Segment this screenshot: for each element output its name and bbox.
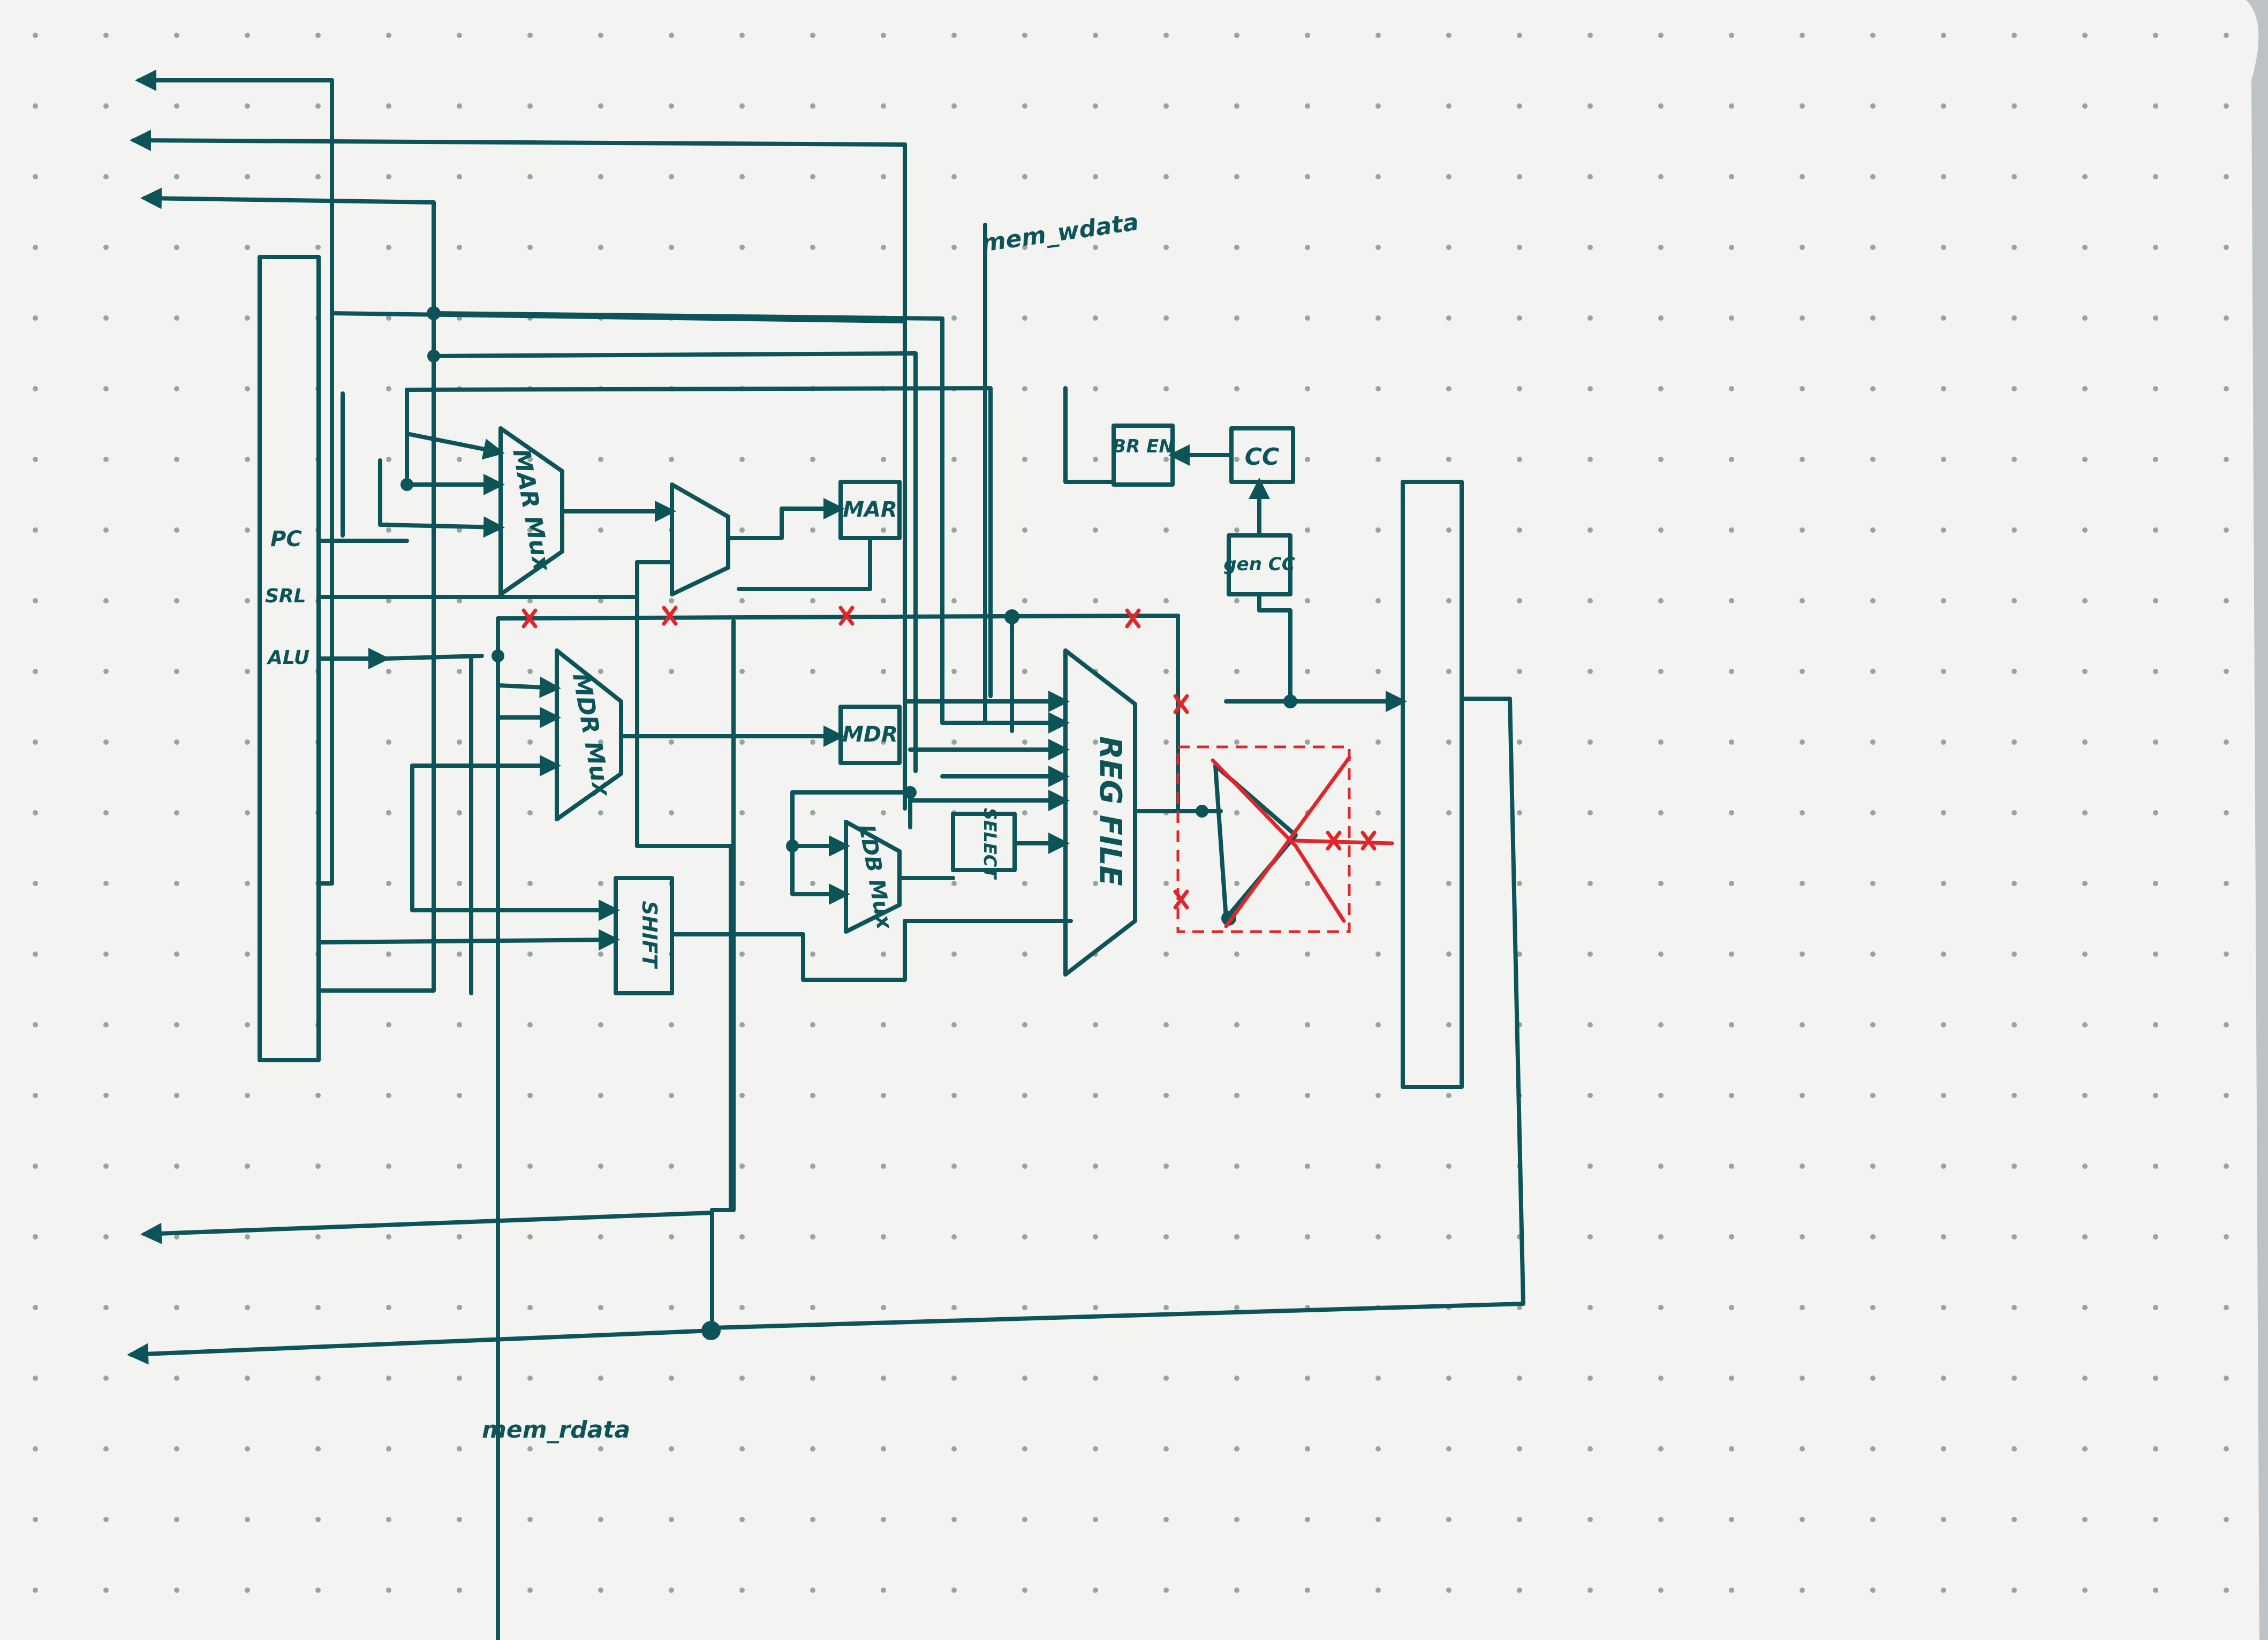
mem-rdata-label: mem_rdata xyxy=(482,1416,630,1443)
mar-mux xyxy=(498,426,564,596)
mdr-register xyxy=(838,705,902,765)
alu-correction xyxy=(1176,745,1394,933)
reg-file-label: REG FILE xyxy=(1093,736,1128,886)
br-en-label: BR EN xyxy=(1112,436,1174,457)
right-bus-feedback xyxy=(710,697,1525,1330)
pc-label: PC xyxy=(270,527,302,551)
cc-label: CC xyxy=(1245,443,1280,471)
shift-label: SHIFT xyxy=(638,901,661,969)
mar-feedback xyxy=(737,536,872,591)
small-mux xyxy=(670,482,730,596)
red-x-marks xyxy=(521,606,1377,910)
mdr-label: MDR xyxy=(842,722,898,747)
bus-feed-lines xyxy=(330,306,1116,811)
small-mux-out xyxy=(726,498,845,540)
right-bus xyxy=(1401,480,1464,1089)
shift-connections xyxy=(316,764,1073,982)
alu-label: ALU xyxy=(266,647,309,669)
reg-file xyxy=(1063,648,1137,977)
srl-label: SRL xyxy=(265,585,306,607)
ldb-connections xyxy=(786,786,955,905)
select-label: SELECT xyxy=(980,808,1000,880)
mar-label: MAR xyxy=(843,497,897,522)
mar-mux-inputs xyxy=(378,388,505,538)
reg-file-inputs xyxy=(903,691,1070,811)
gen-cc-label: gen CC xyxy=(1223,554,1295,575)
select-lines xyxy=(316,539,639,669)
top-outputs xyxy=(130,70,907,993)
bottom-outputs xyxy=(127,654,721,1365)
gen-cc-in xyxy=(1257,592,1292,704)
